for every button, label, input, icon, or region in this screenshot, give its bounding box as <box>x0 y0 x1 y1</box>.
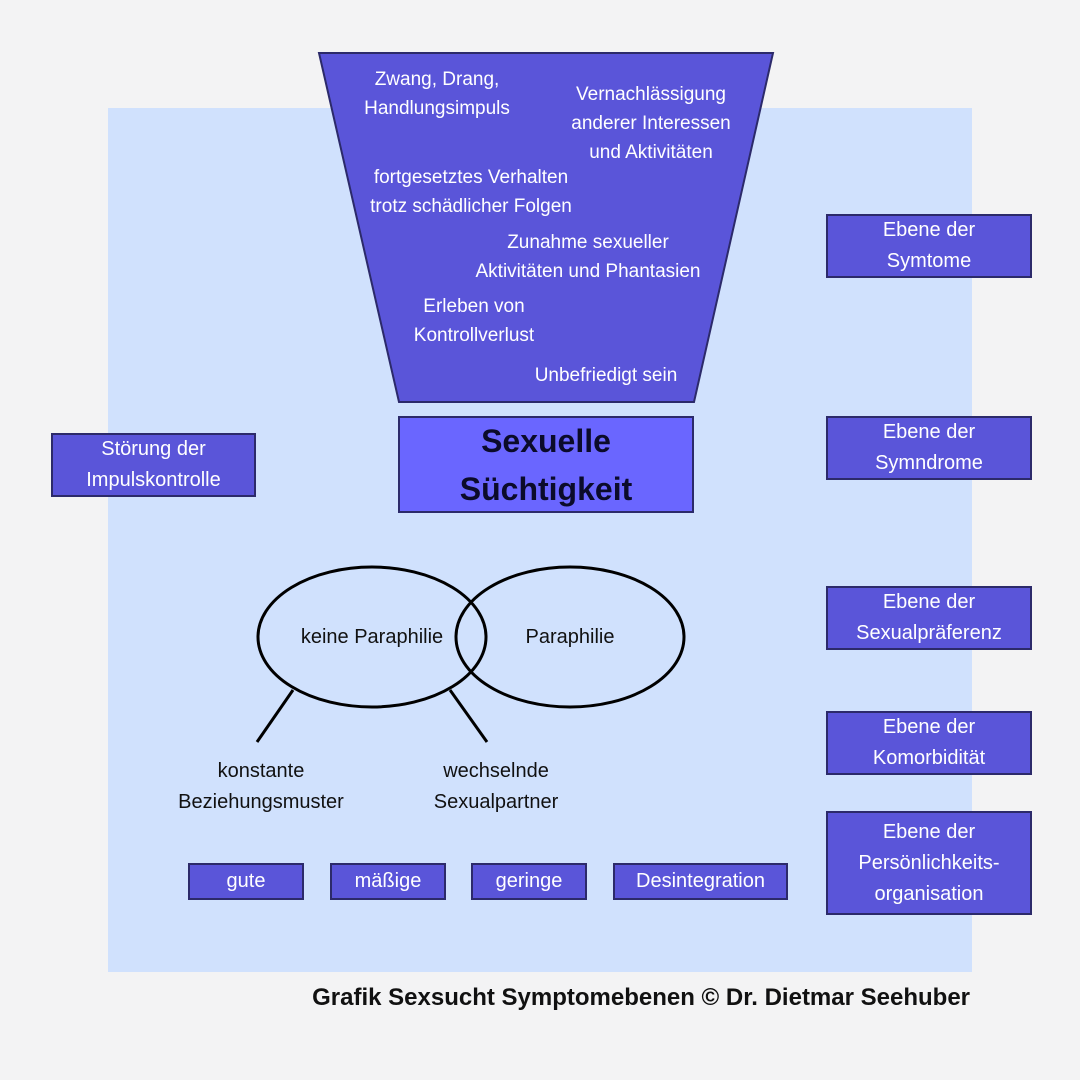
venn-label-keine-paraphilie: keine Paraphilie <box>300 626 444 648</box>
box-impulskontrolle-line-1: Störung der <box>101 438 206 460</box>
branch-line-left <box>255 689 295 743</box>
center-line-2: Süchtigkeit <box>459 470 633 507</box>
integration-box-geringe: geringe <box>471 863 587 900</box>
center-line-1: Sexuelle <box>481 422 611 459</box>
venn-left-ellipse <box>256 565 488 709</box>
funnel-item-unbefriedigt: Unbefriedigt sein <box>534 365 678 386</box>
branch-line-right <box>448 689 489 743</box>
integration-box-gute: gute <box>188 863 304 900</box>
box-impulskontrolle: Störung der Impulskontrolle <box>51 433 256 497</box>
venn-label-paraphilie: Paraphilie <box>525 626 615 648</box>
figure-caption: Grafik Sexsucht Symptomebenen © Dr. Diet… <box>312 984 970 1011</box>
box-impulskontrolle-line-2: Impulskontrolle <box>86 469 221 491</box>
funnel-item-zwang: Zwang, Drang,Handlungsimpuls <box>364 69 510 119</box>
center-box-sexuelle-suechtigkeit: Sexuelle Süchtigkeit <box>398 416 694 513</box>
venn-right-ellipse <box>454 565 686 709</box>
integration-box-desintegration: Desintegration <box>613 863 788 900</box>
integration-box-maessige: mäßige <box>330 863 446 900</box>
symptom-funnel <box>317 52 775 403</box>
